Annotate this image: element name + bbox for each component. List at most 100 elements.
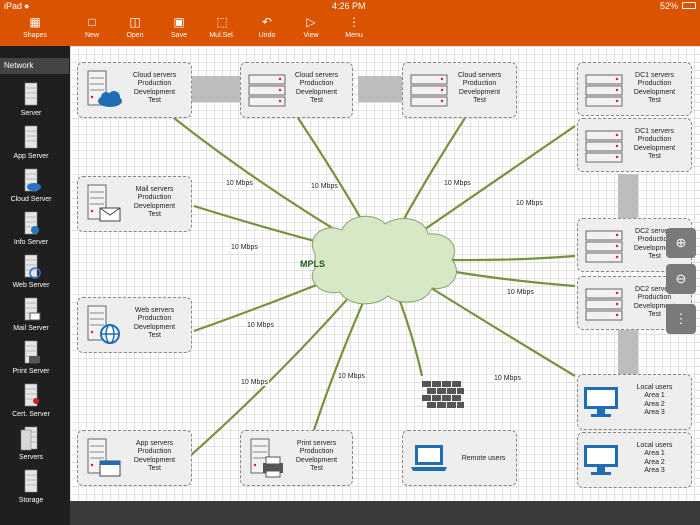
node-connector [190,76,240,102]
print-server-icon [250,438,283,478]
sidebar-item-app-server[interactable]: App Server [0,125,62,167]
sidebar-item-servers[interactable]: Servers [0,426,62,468]
server-rack-icon [585,130,623,163]
node-label-line: Development [458,88,501,96]
sidebar-item-info-server[interactable]: Info Server [0,211,62,253]
node-label-line: Development [295,456,338,464]
server-server-icon [24,82,38,106]
node-remote[interactable]: Remote users [402,430,517,486]
node-label-line: Development [633,144,676,152]
battery-icon [682,2,696,9]
mail-server-icon [24,297,41,321]
link-bandwidth-label: 10 Mbps [515,200,544,207]
view-icon: ▷ [306,15,316,29]
save-icon: ▣ [173,15,185,29]
sidebar-item-cert-server[interactable]: Cert. Server [0,383,62,425]
sidebar-item-mail-server[interactable]: Mail Server [0,297,62,339]
sidebar-item-print-server[interactable]: Print Server [0,340,62,382]
link-bandwidth-label: 10 Mbps [230,244,259,251]
node-connector [618,329,638,375]
sidebar-item-cloud-server[interactable]: Cloud Server [0,168,62,210]
node-label-line: Local users [636,442,673,449]
menu-button[interactable]: ⋮ Menu [329,14,379,44]
library-header[interactable]: Network [0,58,69,74]
sidebar-item-label: Info Server [13,239,49,246]
node-label-line: DC2 servers [635,286,674,293]
node-label-line: Cloud servers [132,72,177,79]
laptop-icon [411,445,447,471]
menu-icon: ⋮ [348,15,360,29]
save-button[interactable]: ▣ Save [154,14,204,44]
node-label-line: Production [137,80,172,88]
zoom-in-button[interactable]: ⊕ [666,228,696,258]
link-bandwidth-label: 10 Mbps [240,379,269,386]
node-label-line: Test [148,97,161,105]
node-label-line: Test [148,465,161,473]
server-rack-icon [410,74,448,107]
shapes-button[interactable]: ▦ Shapes [10,14,60,44]
link-bandwidth-label: 10 Mbps [337,373,366,380]
link-bandwidth-label: 10 Mbps [443,180,472,187]
node-label-line: Area 3 [644,467,665,475]
new-file-icon: □ [88,15,96,29]
multi-select-icon: ⬚ [216,15,228,29]
zoom-out-button[interactable]: ⊖ [666,264,696,294]
mail-server-icon [87,184,121,222]
node-label-line: Production [637,80,672,88]
sidebar-item-web-server[interactable]: Web Server [0,254,62,296]
web-server-icon [24,254,41,279]
mpls-cloud [311,215,457,305]
node-label-line: Development [295,88,338,96]
link-bandwidth-label: 10 Mbps [493,375,522,382]
node-label-line: Development [633,88,676,96]
node-label-line: Production [137,194,172,202]
app-server-icon [87,438,121,477]
new-button[interactable]: □ New [67,14,117,44]
mpls-label: MPLS [300,259,326,269]
sidebar-item-label: Storage [18,497,44,504]
undo-button[interactable]: ↶ Undo [242,14,292,44]
multi-select-button[interactable]: ⬚ Mul.Sel. [197,14,247,44]
server-rack-icon [248,74,286,107]
desktop-monitor-icon [584,445,618,475]
print-server-icon [24,340,40,364]
bottom-bar [70,501,700,525]
sidebar-item-storage[interactable]: Storage [0,469,62,511]
node-label-line: Test [148,211,161,219]
more-vertical-icon: ⋮ [674,311,688,326]
sidebar-item-label: App Server [13,153,49,160]
node-label-line: Production [299,80,334,88]
zoom-out-icon: ⊖ [675,271,687,286]
view-button[interactable]: ▷ View [286,14,336,44]
sidebar-item-server[interactable]: Server [0,82,62,124]
node-label-line: Area 2 [644,458,665,466]
open-button[interactable]: ◫ Open [110,14,160,44]
server-rack-icon [585,74,623,107]
node-label-line: Production [137,448,172,456]
node-label-line: Test [648,253,661,261]
zoom-in-icon: ⊕ [675,235,687,250]
more-options-button[interactable]: ⋮ [666,304,696,334]
link-layer [173,76,638,457]
firewall-icon[interactable] [422,381,466,411]
node-label-line: Development [133,323,176,331]
